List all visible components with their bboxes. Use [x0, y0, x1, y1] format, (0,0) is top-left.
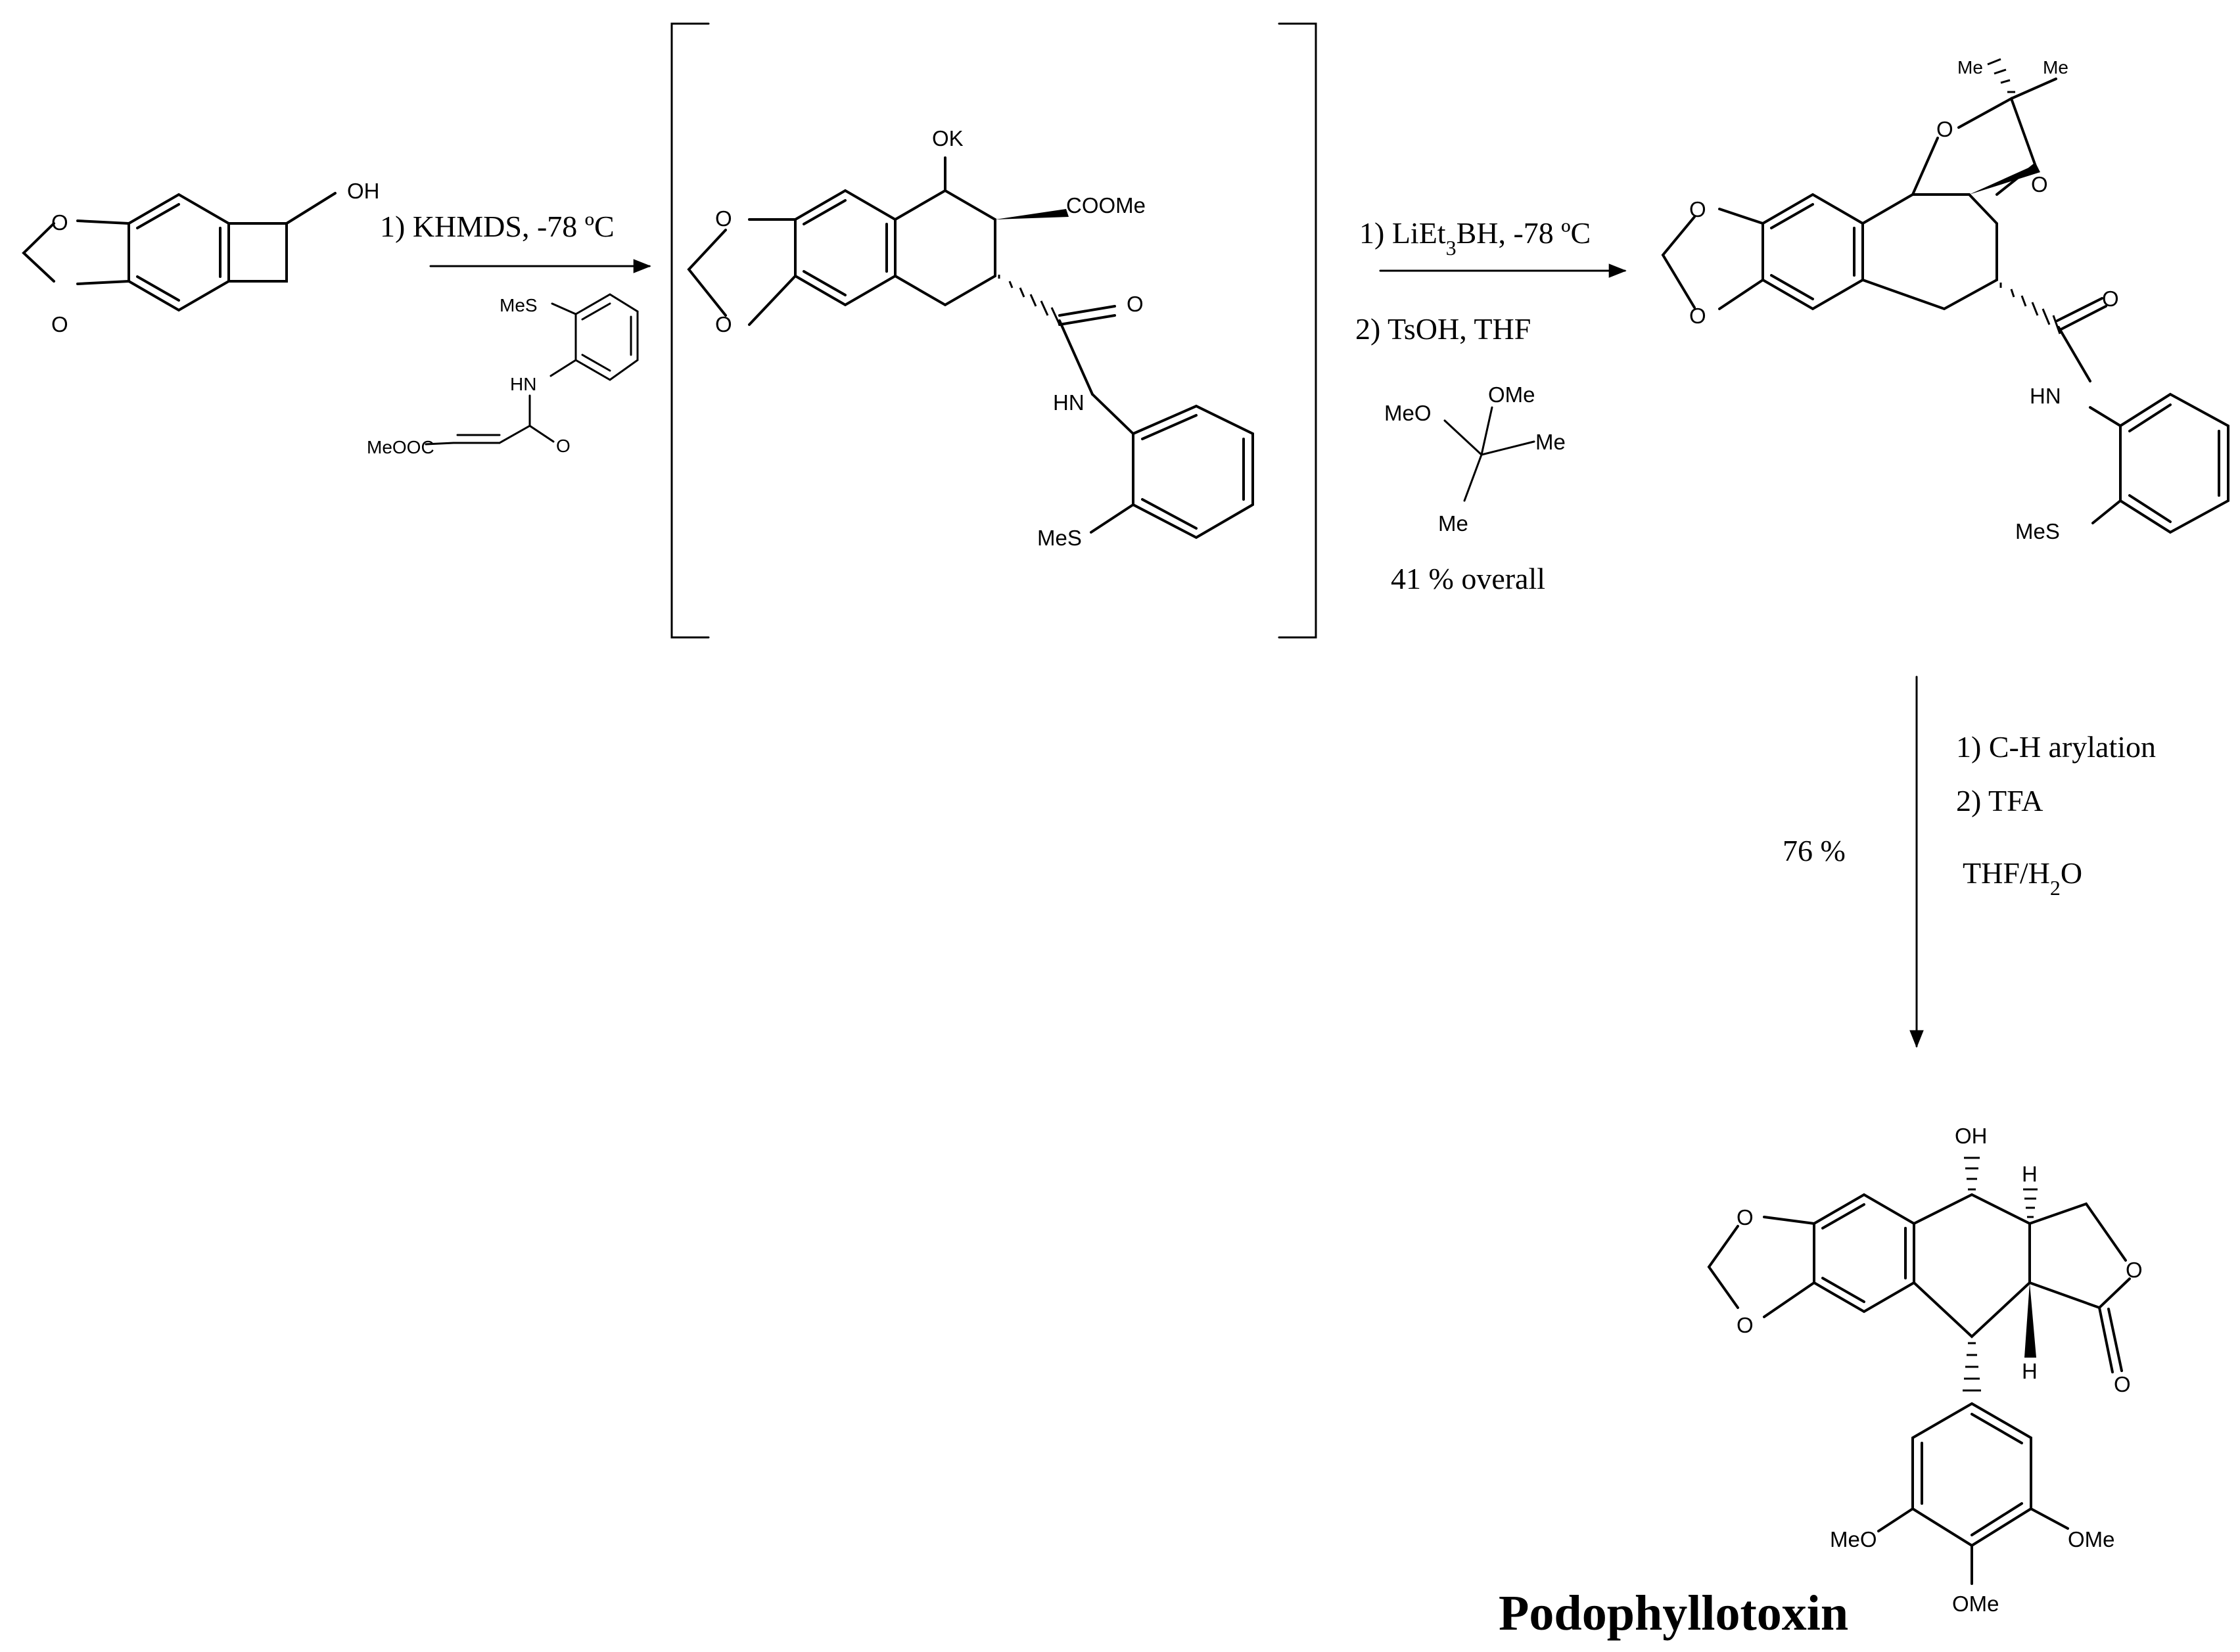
ome-label: OMe	[1952, 1592, 1999, 1616]
o-atom: O	[2126, 1258, 2143, 1282]
hn-label: HN	[2030, 384, 2061, 408]
o-atom: O	[2114, 1372, 2131, 1396]
o-atom: O	[2031, 172, 2048, 196]
mes-label: MeS	[500, 295, 538, 315]
o-atom: O	[556, 436, 571, 456]
o-atom: O	[51, 312, 68, 336]
hn-label: HN	[510, 374, 536, 394]
step3-line2: 2) TFA	[1956, 784, 2043, 817]
oh-label: OH	[1955, 1124, 1988, 1148]
hn-label: HN	[1053, 390, 1085, 415]
meo-label: MeO	[1384, 401, 1432, 425]
product-name: Podophyllotoxin	[1499, 1586, 1848, 1641]
intermediate-brackets	[670, 22, 1317, 639]
o-atom: O	[715, 312, 732, 336]
coome-label: COOMe	[1066, 193, 1146, 218]
step3-solvent: THF/H2O	[1963, 856, 2082, 900]
step2-yield: 41 % overall	[1391, 562, 1545, 595]
o-atom: O	[2102, 287, 2119, 311]
me-label: Me	[1438, 511, 1468, 536]
o-atom: O	[1936, 117, 1953, 141]
me-label: Me	[1957, 57, 1983, 78]
meooc-label: MeOOC	[367, 437, 434, 457]
mes-label: MeS	[2015, 519, 2060, 543]
acetonide-product: O O O O Me Me O HN MeS	[1661, 57, 2229, 543]
podophyllotoxin-structure: OH H H O O O O MeO OMe OMe	[1707, 1124, 2143, 1616]
oh-label: OH	[347, 179, 380, 203]
me-label: Me	[2043, 57, 2068, 78]
mes-label: MeS	[1037, 526, 1082, 550]
o-atom: O	[1737, 1205, 1754, 1229]
o-atom: O	[1689, 304, 1706, 328]
step3-line1: 1) C-H arylation	[1956, 730, 2156, 764]
ome-label: OMe	[1488, 382, 1535, 407]
h-label: H	[2022, 1359, 2038, 1383]
h-label: H	[2022, 1162, 2038, 1186]
o-atom: O	[1689, 197, 1706, 221]
o-atom: O	[1127, 292, 1144, 316]
step2-line1: 1) LiEt3BH, -78 ºC	[1359, 216, 1591, 260]
step1-reagent: 1) KHMDS, -78 ºC	[380, 210, 615, 243]
step3-yield: 76 %	[1783, 834, 1846, 867]
o-atom: O	[51, 210, 68, 235]
o-atom: O	[1737, 1313, 1754, 1337]
o-atom: O	[715, 206, 732, 231]
starting-material: O O OH	[22, 179, 380, 336]
dimethoxypropane-reagent: MeO OMe Me Me	[1384, 382, 1566, 536]
step2-line2: 2) TsOH, THF	[1355, 312, 1531, 346]
intermediate-structure: O O OK COOMe O HN MeS	[687, 126, 1254, 550]
ok-label: OK	[932, 126, 964, 150]
me-label: Me	[1535, 430, 1566, 454]
acrylamide-reagent: MeS HN O MeOOC	[367, 293, 639, 457]
ome-label: OMe	[2068, 1527, 2115, 1551]
meo-label: MeO	[1830, 1527, 1877, 1551]
